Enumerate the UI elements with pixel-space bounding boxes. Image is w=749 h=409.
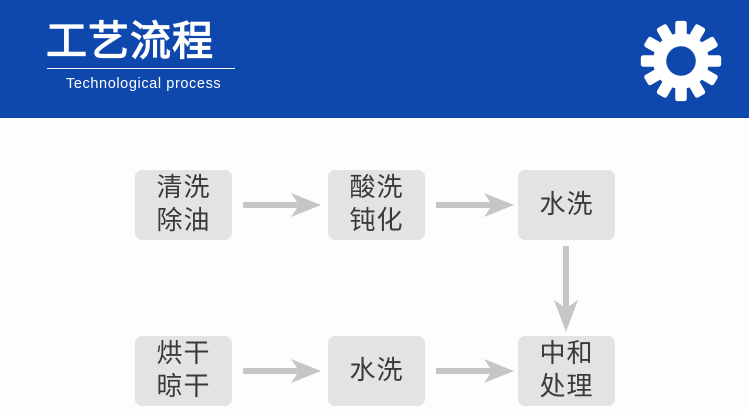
flow-node-line: 水洗 <box>539 189 594 220</box>
page-header: 工艺流程 Technological process <box>0 0 749 118</box>
flow-node-suanxi-dunhua[interactable]: 酸洗 钝化 <box>328 170 425 240</box>
flow-node-line: 酸洗 <box>349 173 404 203</box>
flow-node-line: 晾干 <box>156 372 211 402</box>
flow-node-line: 烘干 <box>156 339 211 369</box>
flow-node-line: 水洗 <box>349 355 404 386</box>
flow-node-line: 除油 <box>156 206 211 236</box>
arrow-right-icon <box>243 190 321 220</box>
flow-node-line: 处理 <box>539 372 594 402</box>
arrow-right-icon <box>243 356 321 386</box>
page-subtitle: Technological process <box>66 76 222 92</box>
flow-node-line: 清洗 <box>156 173 211 203</box>
title-divider <box>47 68 235 69</box>
flow-node-honggan-liangan[interactable]: 烘干 晾干 <box>135 336 232 406</box>
flow-node-qingxi-chuyou[interactable]: 清洗 除油 <box>135 170 232 240</box>
arrow-right-icon <box>436 190 514 220</box>
flowchart: 清洗 除油 酸洗 钝化 水洗 <box>0 118 749 409</box>
flow-node-shuixi-bottom[interactable]: 水洗 <box>328 336 425 406</box>
page-title: 工艺流程 <box>46 17 214 65</box>
gear-icon <box>640 20 722 102</box>
flow-node-shuixi-top[interactable]: 水洗 <box>518 170 615 240</box>
flow-node-line: 中和 <box>539 339 594 369</box>
flow-node-zhonghe-chuli[interactable]: 中和 处理 <box>518 336 615 406</box>
flow-node-line: 钝化 <box>349 206 404 236</box>
header-text-block: 工艺流程 Technological process <box>46 18 466 94</box>
arrow-down-icon <box>551 246 581 332</box>
arrow-right-icon <box>436 356 514 386</box>
